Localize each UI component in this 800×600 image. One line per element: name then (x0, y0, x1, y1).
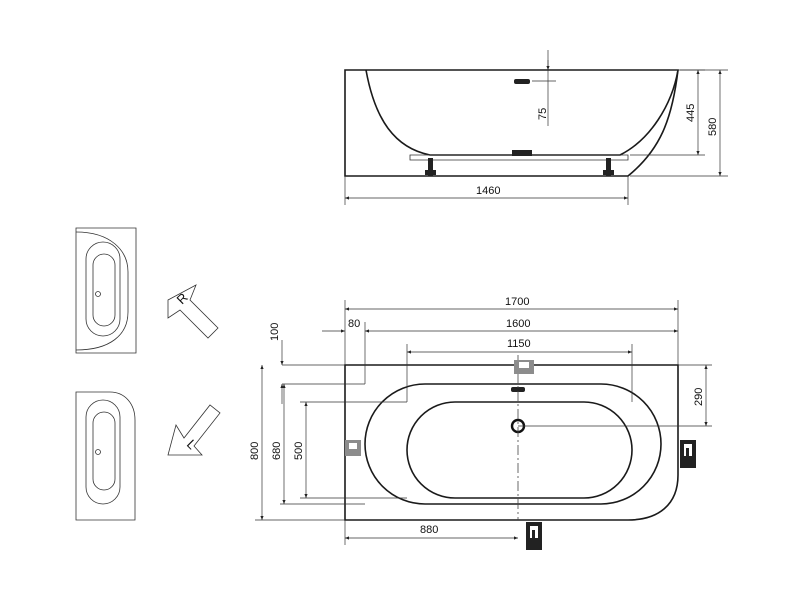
overflow-drain (514, 79, 530, 84)
tap-marker-right (680, 440, 696, 468)
tub-side-rail (409, 154, 629, 161)
label-right: R (174, 290, 191, 307)
dim-right-offset: 290 (693, 388, 705, 406)
orientation-left: L (75, 391, 221, 521)
dim-total-height: 580 (707, 118, 719, 136)
dim-inner-height: 445 (685, 104, 697, 122)
dim-rim-drain: 75 (537, 108, 549, 120)
orientation-right: R (75, 227, 219, 354)
dim-basin-length: 1150 (507, 338, 531, 350)
side-view: 75 445 580 1460 (344, 50, 728, 205)
dim-drain-pos: 880 (420, 524, 438, 536)
dim-offset-top: 100 (269, 323, 281, 341)
tub-plan-outline (344, 364, 679, 521)
arrow-l-icon (167, 404, 221, 456)
plan-view: 1700 80 1600 1150 100 290 800 680 (249, 296, 712, 550)
thumb-right-outline (75, 227, 137, 354)
tub-plan-basin (406, 401, 633, 499)
arrow-r-icon (167, 284, 219, 339)
dim-offset-left: 80 (348, 318, 360, 330)
tap-marker-left (345, 440, 361, 456)
tub-feet (425, 150, 614, 176)
dim-inner-width: 680 (271, 442, 283, 460)
overflow-plan (511, 387, 525, 392)
dim-basin-width: 500 (293, 442, 305, 460)
tub-plan-rim (364, 383, 662, 505)
tap-marker-bottom (526, 522, 542, 550)
dim-inner-length: 1600 (506, 318, 530, 330)
tap-marker-top (514, 360, 534, 374)
dim-length-bottom: 1460 (476, 185, 500, 197)
dim-total-width: 800 (249, 442, 261, 460)
dim-total-length: 1700 (505, 296, 529, 308)
thumb-left-outline (75, 391, 136, 521)
